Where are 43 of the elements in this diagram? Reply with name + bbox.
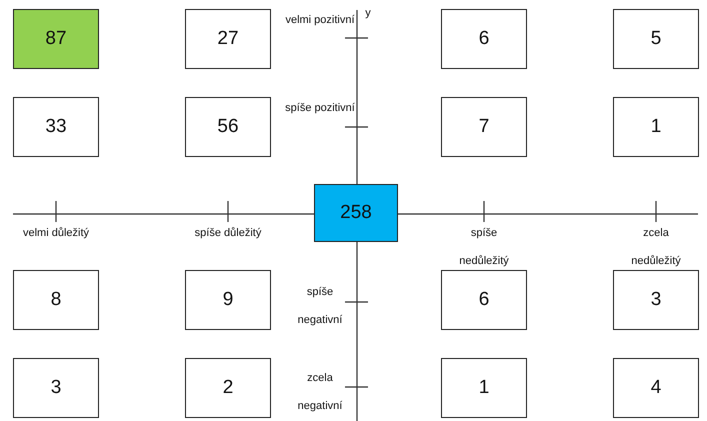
count-box — [441, 358, 527, 418]
tick-label: spíše důležitý — [194, 226, 262, 241]
tick-label: zcela negativní — [296, 371, 344, 414]
count-value: 4 — [650, 377, 662, 399]
tick-label: velmi pozitivní — [285, 13, 355, 28]
tick-label: zcela nedůležitý — [630, 226, 682, 269]
count-value: 6 — [478, 289, 490, 311]
count-box — [185, 97, 271, 157]
count-box — [441, 270, 527, 330]
count-value: 7 — [478, 116, 490, 138]
count-box — [185, 358, 271, 418]
count-box — [441, 97, 527, 157]
count-value: 1 — [650, 116, 662, 138]
count-box — [13, 97, 99, 157]
count-box — [613, 358, 699, 418]
count-value: 6 — [478, 28, 490, 50]
count-value: 27 — [217, 28, 239, 50]
count-value: 1 — [478, 377, 490, 399]
count-box — [613, 9, 699, 69]
tick-label: velmi důležitý — [22, 226, 90, 241]
center-box — [314, 184, 398, 242]
count-value: 3 — [650, 289, 662, 311]
count-value: 8 — [50, 289, 62, 311]
count-box — [613, 270, 699, 330]
count-box — [185, 270, 271, 330]
count-value: 9 — [222, 289, 234, 311]
count-value: 5 — [650, 28, 662, 50]
count-value: 33 — [45, 116, 67, 138]
count-value: 3 — [50, 377, 62, 399]
count-box — [13, 9, 99, 69]
count-box — [13, 270, 99, 330]
count-value: 2 — [222, 377, 234, 399]
count-box — [613, 97, 699, 157]
count-box — [185, 9, 271, 69]
tick-label: spíše negativní — [296, 285, 344, 328]
tick-label: spíše nedůležitý — [458, 226, 510, 269]
count-value: 87 — [45, 28, 67, 50]
tick-label: spíše pozitivní — [285, 101, 355, 116]
count-value: 56 — [217, 116, 239, 138]
count-box — [13, 358, 99, 418]
count-value: 258 — [340, 202, 372, 224]
axis-label: y — [364, 6, 372, 20]
count-box — [441, 9, 527, 69]
